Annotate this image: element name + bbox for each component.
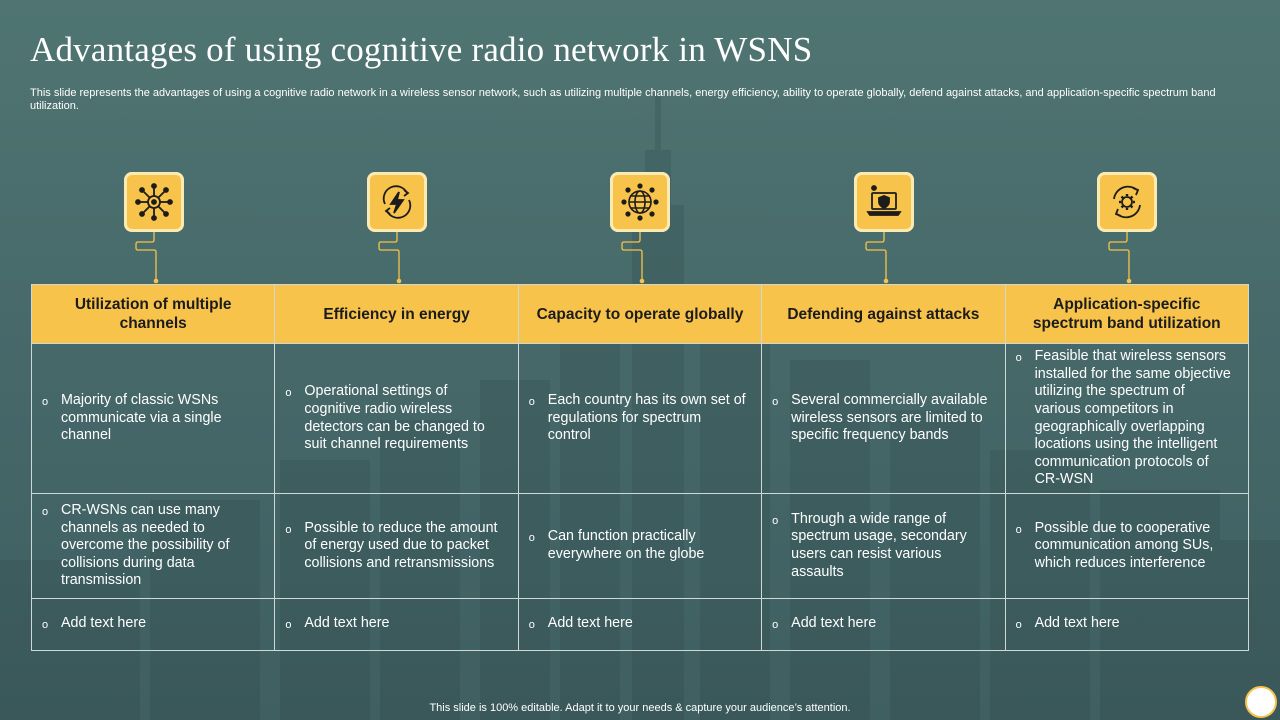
globe-network-icon: [610, 172, 670, 232]
table-cell: o Feasible that wireless sensors installe…: [1004, 343, 1250, 494]
table-row: o CR-WSNs can use many channels as needed…: [30, 493, 1250, 599]
cell-text: Feasible that wireless sensors installed…: [1034, 348, 1231, 488]
bullet-marker: o: [1015, 523, 1022, 536]
cell-text: Several commercially available wireless …: [791, 392, 988, 444]
table-row: o Add text here o Add text here o Add text …: [30, 598, 1250, 651]
table-cell[interactable]: o Add text here: [1004, 598, 1250, 651]
cell-text: Possible due to cooperative communicatio…: [1034, 519, 1214, 571]
table-cell: o Can function practically everywhere on …: [517, 493, 763, 599]
table-cell[interactable]: o Add text here: [761, 598, 1006, 651]
gear-cycle-icon: [1097, 172, 1157, 232]
header-multiple-channels: Utilization of multiple channels: [30, 284, 276, 344]
table-cell: o Majority of classic WSNs communicate vi…: [30, 343, 276, 494]
table-cell[interactable]: o Add text here: [274, 598, 519, 651]
connector-line: [135, 232, 159, 284]
placeholder-text[interactable]: Add text here: [547, 615, 633, 631]
bullet-marker: o: [42, 396, 49, 409]
bullet-marker: o: [528, 396, 535, 409]
bullet-marker: o: [1015, 619, 1022, 631]
slide-title: Advantages of using cognitive radio netw…: [30, 30, 813, 69]
header-defending-attacks: Defending against attacks: [761, 284, 1006, 344]
slide-subtitle: This slide represents the advantages of …: [30, 87, 1216, 112]
header-operate-globally: Capacity to operate globally: [517, 284, 763, 344]
table-cell: o Possible to reduce the amount of energy…: [274, 493, 519, 599]
table-cell: o CR-WSNs can use many channels as needed…: [30, 493, 276, 599]
connector-line: [378, 232, 402, 284]
bullet-marker: o: [772, 396, 779, 409]
table-cell: o Several commercially available wireless…: [761, 343, 1006, 494]
bullet-marker: o: [285, 523, 292, 536]
bullet-marker: o: [528, 619, 535, 631]
bullet-marker: o: [285, 387, 292, 400]
placeholder-text[interactable]: Add text here: [1034, 615, 1120, 631]
table-header-row: Utilization of multiple channels Efficie…: [30, 284, 1250, 344]
table-cell: o Possible due to cooperative communicati…: [1004, 493, 1250, 599]
header-energy-efficiency: Efficiency in energy: [274, 284, 519, 344]
cell-text: Majority of classic WSNs communicate via…: [61, 392, 222, 444]
table-cell[interactable]: o Add text here: [517, 598, 763, 651]
bullet-marker: o: [772, 514, 779, 527]
bullet-marker: o: [528, 532, 535, 545]
cell-text: Through a wide range of spectrum usage, …: [791, 510, 967, 580]
bullet-marker: o: [285, 619, 292, 631]
cell-text: Possible to reduce the amount of energy …: [304, 519, 498, 571]
shield-laptop-icon: [854, 172, 914, 232]
corner-circle-icon: [1245, 686, 1277, 718]
bullet-marker: o: [42, 619, 49, 631]
header-spectrum-band: Application-specific spectrum band utili…: [1004, 284, 1250, 344]
connector-line: [1108, 232, 1132, 284]
placeholder-text[interactable]: Add text here: [61, 615, 147, 631]
table-cell: o Through a wide range of spectrum usage,…: [761, 493, 1006, 599]
placeholder-text[interactable]: Add text here: [791, 615, 877, 631]
cell-text: Each country has its own set of regulati…: [547, 392, 746, 444]
energy-bolt-icon: [367, 172, 427, 232]
connector-line: [621, 232, 645, 284]
connector-line: [865, 232, 889, 284]
cell-text: Operational settings of cognitive radio …: [304, 383, 485, 453]
table-cell: o Operational settings of cognitive radio…: [274, 343, 519, 494]
bullet-marker: o: [772, 619, 779, 631]
editable-note: This slide is 100% editable. Adapt it to…: [429, 702, 851, 714]
advantages-table: Utilization of multiple channels Efficie…: [30, 284, 1250, 651]
cell-text: CR-WSNs can use many channels as needed …: [61, 502, 230, 589]
placeholder-text[interactable]: Add text here: [304, 615, 390, 631]
bullet-marker: o: [42, 506, 49, 519]
table-cell: o Each country has its own set of regulat…: [517, 343, 763, 494]
cell-text: Can function practically everywhere on t…: [547, 528, 705, 562]
bullet-marker: o: [1015, 352, 1022, 365]
table-cell[interactable]: o Add text here: [30, 598, 276, 651]
network-hub-icon: [124, 172, 184, 232]
